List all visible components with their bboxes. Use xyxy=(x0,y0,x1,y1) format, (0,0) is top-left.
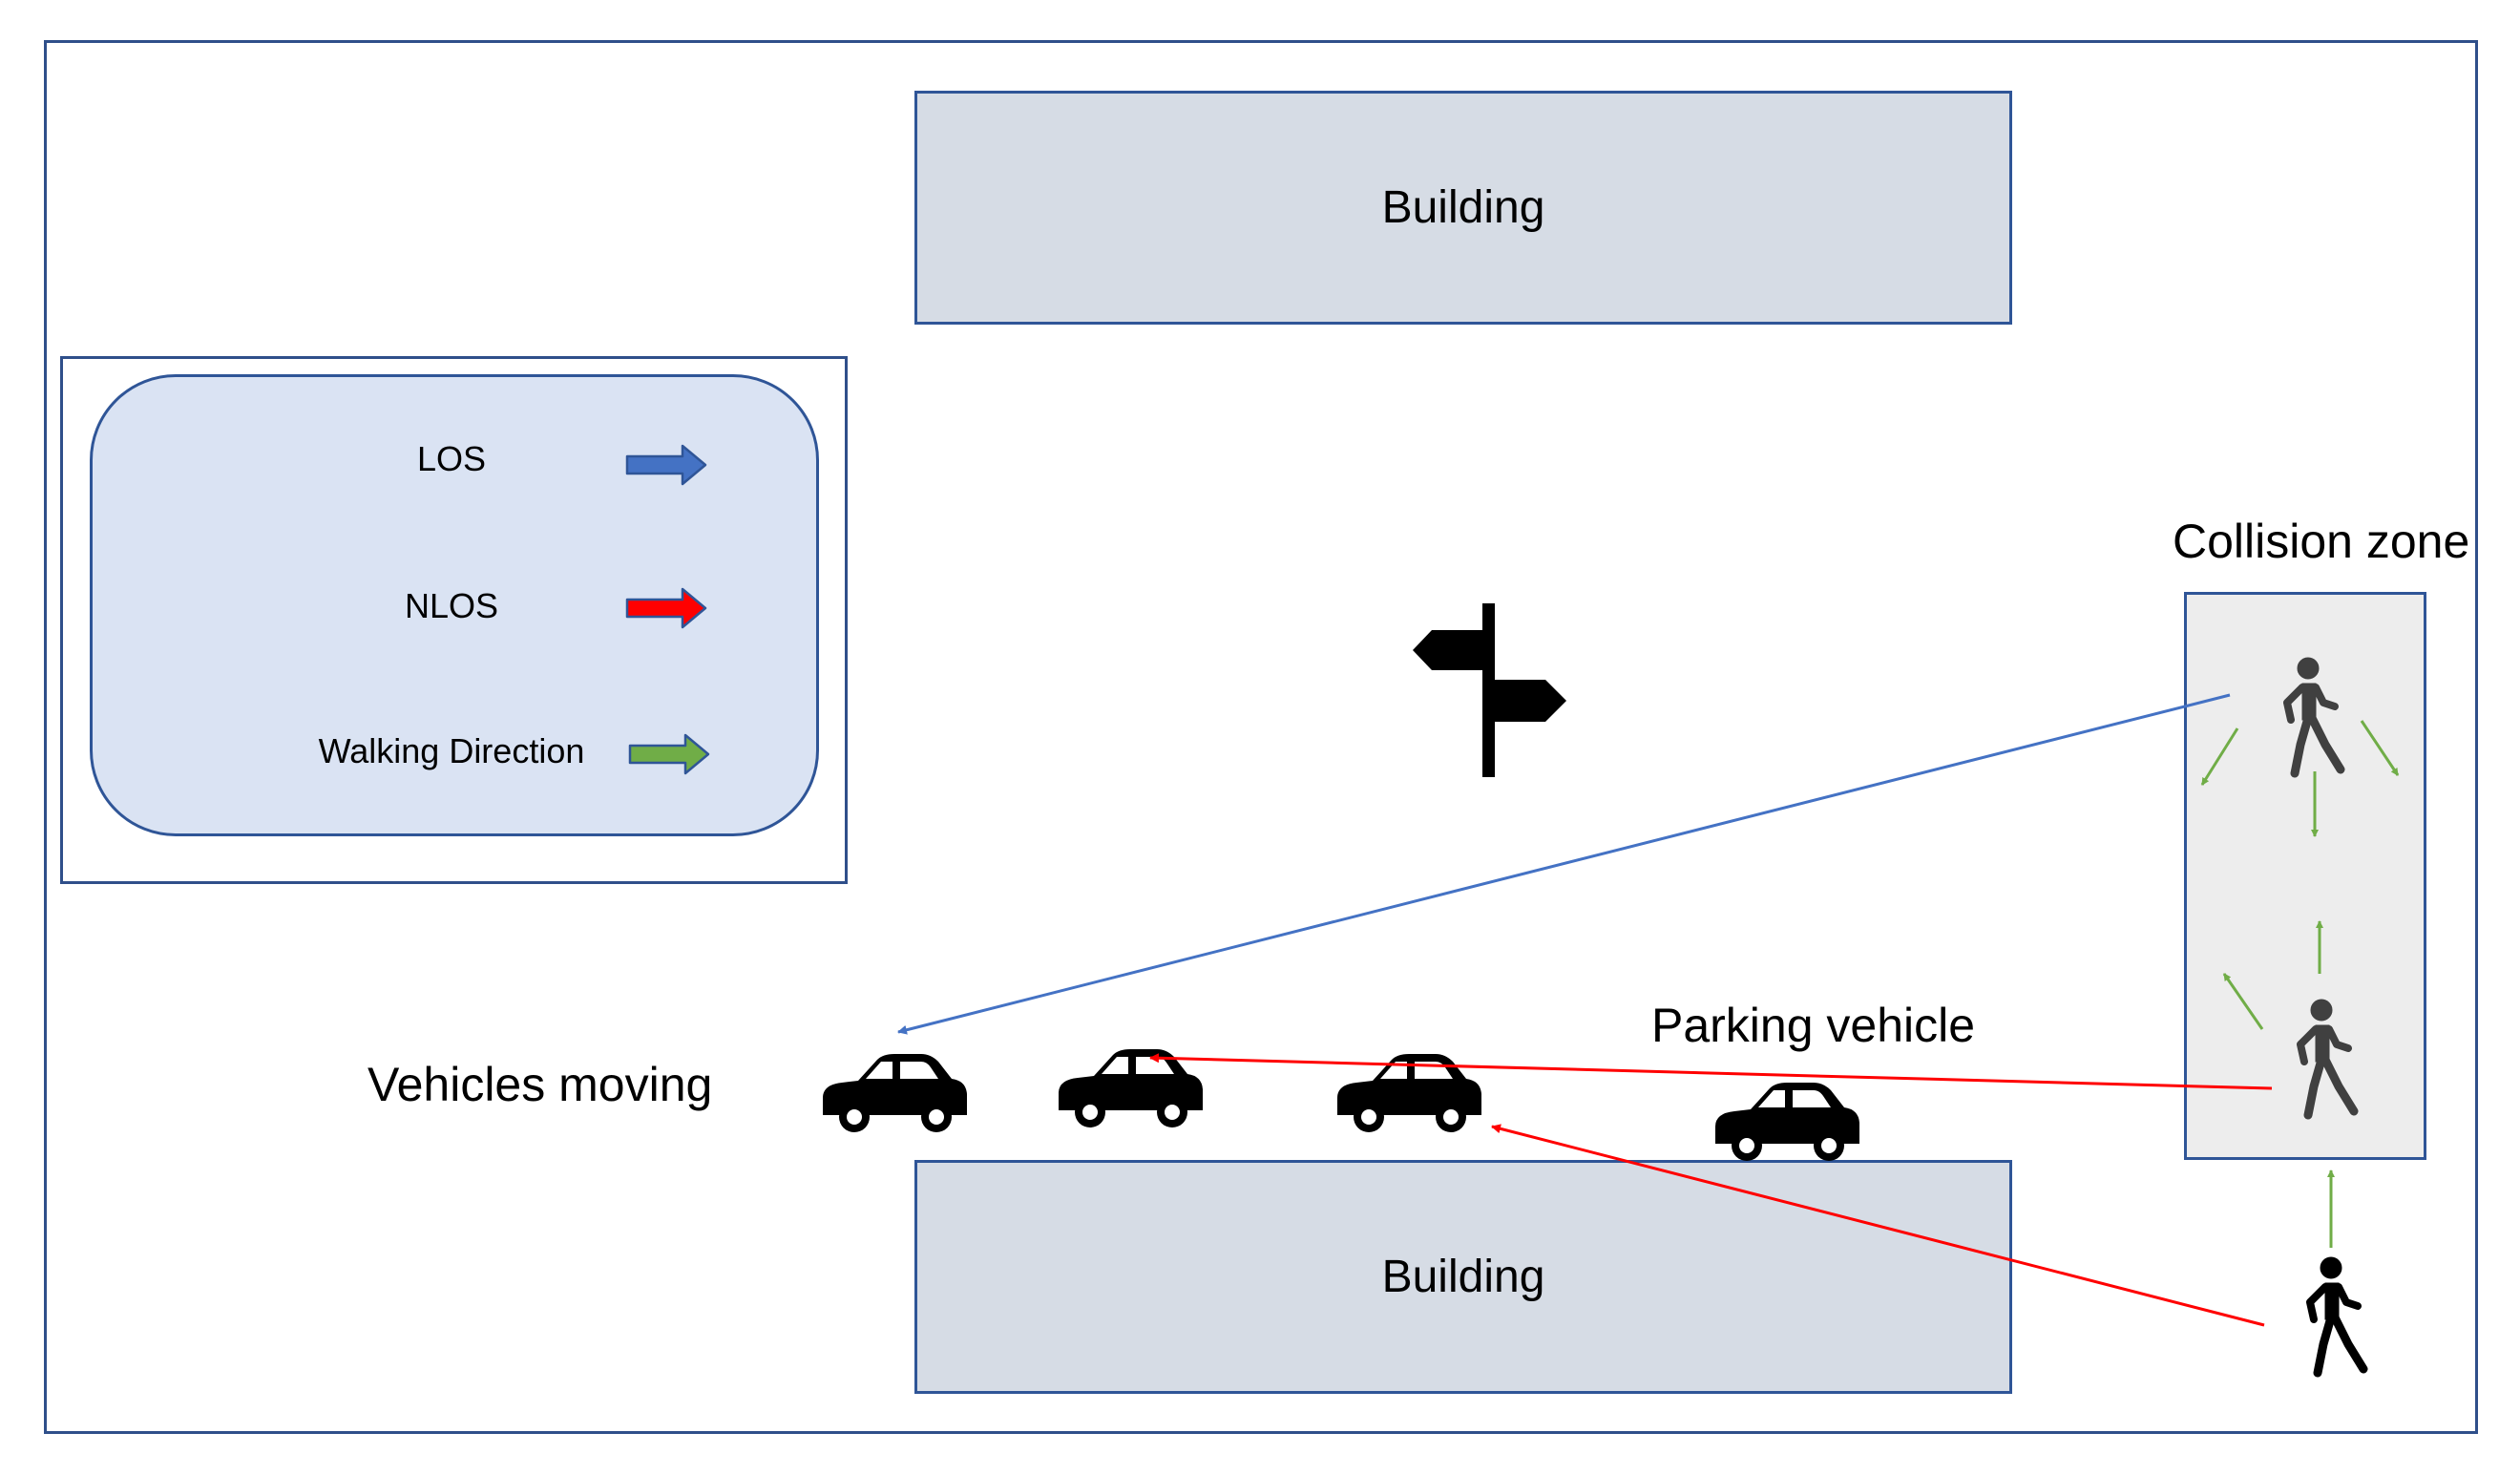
car-icon xyxy=(1059,1049,1203,1127)
building-bottom-label: Building xyxy=(1381,1252,1545,1302)
parked-car-icon xyxy=(1715,1083,1859,1161)
nlos-signal-line xyxy=(1149,1053,2273,1090)
legend-arrow-los xyxy=(625,444,707,486)
los-signal-line xyxy=(897,693,2231,1035)
legend-arrow-walking xyxy=(628,733,710,775)
building-top-label: Building xyxy=(1381,182,1545,233)
vehicles-moving-label: Vehicles moving xyxy=(368,1058,713,1111)
signpost-icon xyxy=(1413,603,1566,777)
parking-vehicle-label: Parking vehicle xyxy=(1651,999,1976,1052)
pedestrian-icon xyxy=(2287,658,2341,773)
scene-frame xyxy=(44,40,2478,1434)
legend-box xyxy=(60,356,848,884)
collision-zone-label: Collision zone xyxy=(2173,515,2470,568)
building-top: Building xyxy=(914,91,2012,325)
legend-label-los: LOS xyxy=(416,439,487,478)
building-bottom: Building xyxy=(914,1160,2012,1394)
pedestrian-icon xyxy=(2300,1000,2354,1115)
nlos-signal-line xyxy=(1491,1124,2265,1327)
legend-label-nlos: NLOS xyxy=(404,586,499,625)
legend-arrow-nlos xyxy=(625,587,707,629)
pedestrian-icon xyxy=(2310,1257,2363,1373)
legend-label-walking: Walking Direction xyxy=(318,731,585,770)
walking-direction-arrows xyxy=(2200,720,2400,1248)
car-icon xyxy=(823,1054,967,1132)
